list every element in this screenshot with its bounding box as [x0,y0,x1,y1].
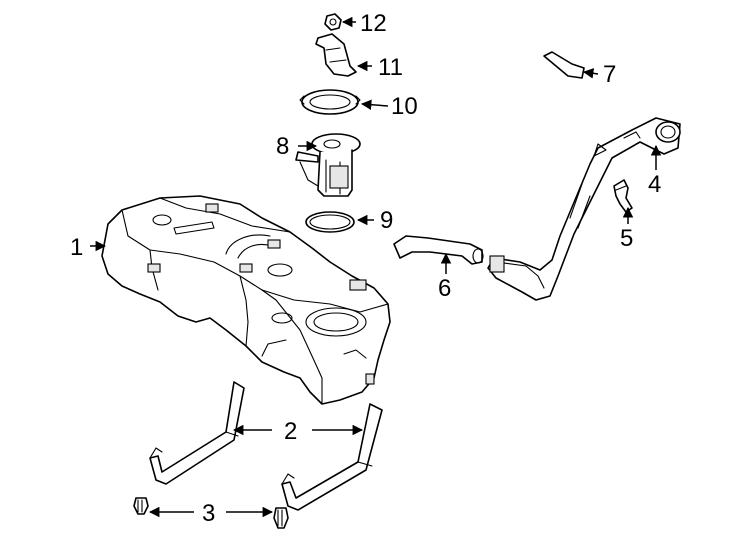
callout-8: 8 [276,133,289,160]
callout-6: 6 [438,275,451,302]
leader-lines [90,16,662,518]
callout-4: 4 [648,171,661,198]
callout-7: 7 [603,61,616,88]
seal-ring[interactable] [305,211,355,233]
callout-1: 1 [70,234,83,261]
callout-11: 11 [378,54,403,81]
vent-hose[interactable] [393,235,484,265]
nut[interactable] [324,13,342,31]
callout-10: 10 [391,93,418,120]
tank-strap-left[interactable] [149,381,245,485]
callout-12: 12 [360,10,387,37]
filler-bolt[interactable] [613,179,633,213]
fuel-pump[interactable] [295,133,361,197]
strap-bolt-right[interactable] [273,507,289,529]
callout-labels: 1 2 3 4 5 6 7 8 9 10 11 12 [70,10,661,527]
strap-bolt-left[interactable] [133,497,149,515]
lock-ring[interactable] [299,89,361,115]
pump-bracket[interactable] [315,33,357,77]
vent-tube[interactable] [543,51,585,79]
callout-5: 5 [620,225,633,252]
callout-9: 9 [380,207,393,234]
tank-strap-right[interactable] [281,403,383,511]
callout-3: 3 [202,500,215,527]
callout-2: 2 [284,418,297,445]
filler-pipe[interactable] [487,117,681,301]
fuel-tank[interactable] [101,195,391,405]
